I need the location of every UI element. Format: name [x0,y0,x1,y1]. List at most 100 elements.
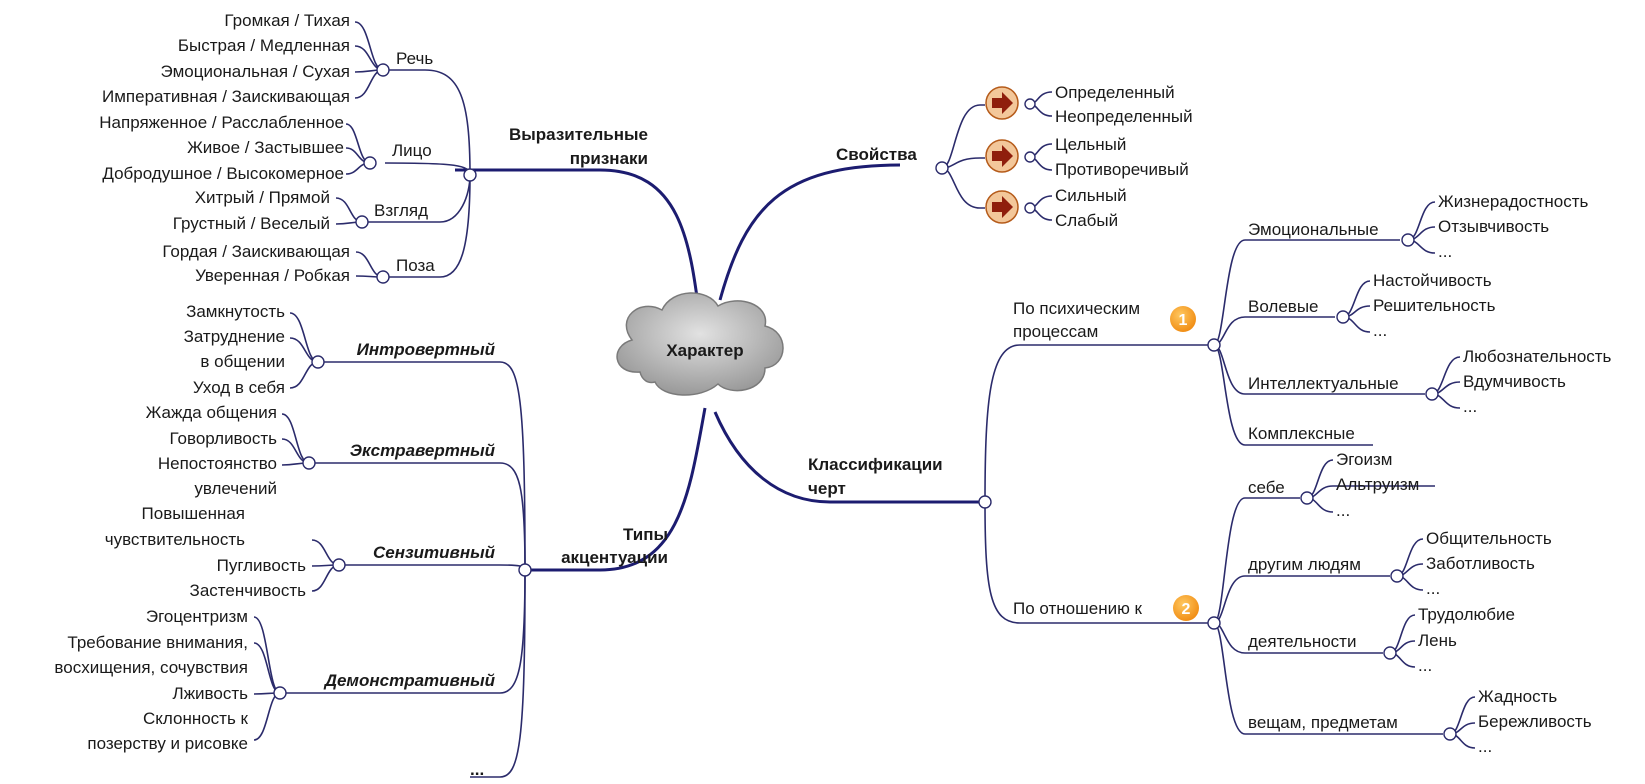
arrow-right-icon [985,86,1019,120]
intellectual-label[interactable]: Интеллектуальные [1248,374,1399,393]
accent-branch: Типы акцентуации Интровертный Экстраверт… [54,302,668,779]
number-one-icon: 1 [1170,306,1196,332]
expressive-title-1[interactable]: Выразительные [509,125,648,144]
face-node[interactable] [363,156,377,170]
demonstrative-item: восхищения, сочувствия [54,658,248,677]
branch-accent [525,407,707,572]
accent-more[interactable]: ... [470,760,484,779]
property-item: Слабый [1055,211,1118,230]
accent-title-1[interactable]: Типы [623,525,668,544]
things-item: ... [1478,737,1492,756]
mental-label-1[interactable]: По психическим [1013,299,1140,318]
pose-item: Гордая / Заискивающая [162,242,350,261]
face-label[interactable]: Лицо [392,141,432,160]
relation-hub[interactable] [1207,616,1221,630]
intellectual-node[interactable] [1425,387,1439,401]
speech-item: Громкая / Тихая [224,11,350,30]
cloud-shape [616,292,784,396]
activity-node[interactable] [1383,646,1397,660]
others-label[interactable]: другим людям [1248,555,1361,574]
sensitive-item: Застенчивость [190,581,307,600]
face-item: Живое / Застывшее [187,138,344,157]
self-label[interactable]: себе [1248,478,1285,497]
accent-title-2[interactable]: акцентуации [561,548,668,567]
expressive-hub[interactable] [463,168,477,182]
things-node[interactable] [1443,727,1457,741]
volitional-item: Решительность [1373,296,1496,315]
demonstrative-item: позерству и рисовке [87,734,248,753]
properties-hub[interactable] [935,161,949,175]
extravert-node[interactable] [302,456,316,470]
volitional-label[interactable]: Волевые [1248,297,1319,316]
introvert-label[interactable]: Интровертный [357,340,496,359]
demonstrative-label[interactable]: Демонстративный [323,671,496,690]
self-node[interactable] [1300,491,1314,505]
extravert-item: Непостоянство [158,454,277,473]
emotional-node[interactable] [1401,233,1415,247]
introvert-item: Замкнутость [186,302,285,321]
property-item: Цельный [1055,135,1126,154]
volitional-node[interactable] [1336,310,1350,324]
speech-label[interactable]: Речь [396,49,433,68]
demonstrative-item: Эгоцентризм [146,607,248,626]
gaze-item: Грустный / Веселый [173,214,330,233]
expressive-title-2[interactable]: признаки [570,149,648,168]
face-item: Добродушное / Высокомерное [102,164,344,183]
activity-item: Лень [1418,631,1457,650]
classification-branch: Классификации черт По психическим процес… [808,192,1612,756]
properties-branch: Свойства Определенный Неопределенный Цел… [836,83,1193,230]
activity-label[interactable]: деятельности [1248,632,1356,651]
property-node[interactable] [1024,151,1036,163]
extravert-label[interactable]: Экстравертный [350,441,496,460]
pose-node[interactable] [376,270,390,284]
gaze-item: Хитрый / Прямой [195,188,330,207]
branch-classification [713,411,985,504]
introvert-item: Уход в себя [193,378,285,397]
relation-label[interactable]: По отношению к [1013,599,1143,618]
self-item: ... [1336,501,1350,520]
extravert-item: Говорливость [169,429,277,448]
center-node[interactable]: Характер [616,292,784,396]
emotional-label[interactable]: Эмоциональные [1248,220,1379,239]
mental-label-2[interactable]: процессам [1013,322,1098,341]
others-node[interactable] [1390,569,1404,583]
classification-hub[interactable] [978,495,992,509]
main-branches [455,163,985,572]
others-item: Общительность [1426,529,1552,548]
speech-item: Быстрая / Медленная [178,36,350,55]
sensitive-item: Пугливость [217,556,307,575]
things-label[interactable]: вещам, предметам [1248,713,1398,732]
demonstrative-node[interactable] [273,686,287,700]
arrow-right-icon [985,139,1019,173]
gaze-label[interactable]: Взгляд [374,201,428,220]
mental-hub[interactable] [1207,338,1221,352]
introvert-node[interactable] [311,355,325,369]
classification-title-1[interactable]: Классификации [808,455,943,474]
emotional-item: Отзывчивость [1438,217,1549,236]
property-node[interactable] [1024,202,1036,214]
emotional-item: Жизнерадостность [1438,192,1589,211]
mental-badge: 1 [1179,312,1188,329]
extravert-item: увлечений [194,479,277,498]
classification-title-2[interactable]: черт [808,479,846,498]
accent-hub[interactable] [518,563,532,577]
pose-label[interactable]: Поза [396,256,435,275]
properties-title[interactable]: Свойства [836,145,917,164]
sensitive-label[interactable]: Сензитивный [373,543,496,562]
gaze-node[interactable] [355,215,369,229]
introvert-item: Затруднение [184,327,285,346]
volitional-item: Настойчивость [1373,271,1492,290]
sensitive-node[interactable] [332,558,346,572]
complex-label[interactable]: Комплексные [1248,424,1355,443]
pose-item: Уверенная / Робкая [195,266,350,285]
introvert-item: в общении [200,352,285,371]
property-item: Определенный [1055,83,1175,102]
expressive-branch: Выразительные признаки Речь Лицо Взгляд … [99,11,648,285]
property-item: Противоречивый [1055,160,1189,179]
things-item: Жадность [1478,687,1557,706]
demonstrative-item: Склонность к [143,709,249,728]
speech-item: Эмоциональная / Сухая [161,62,350,81]
property-node[interactable] [1024,98,1036,110]
speech-node[interactable] [376,63,390,77]
